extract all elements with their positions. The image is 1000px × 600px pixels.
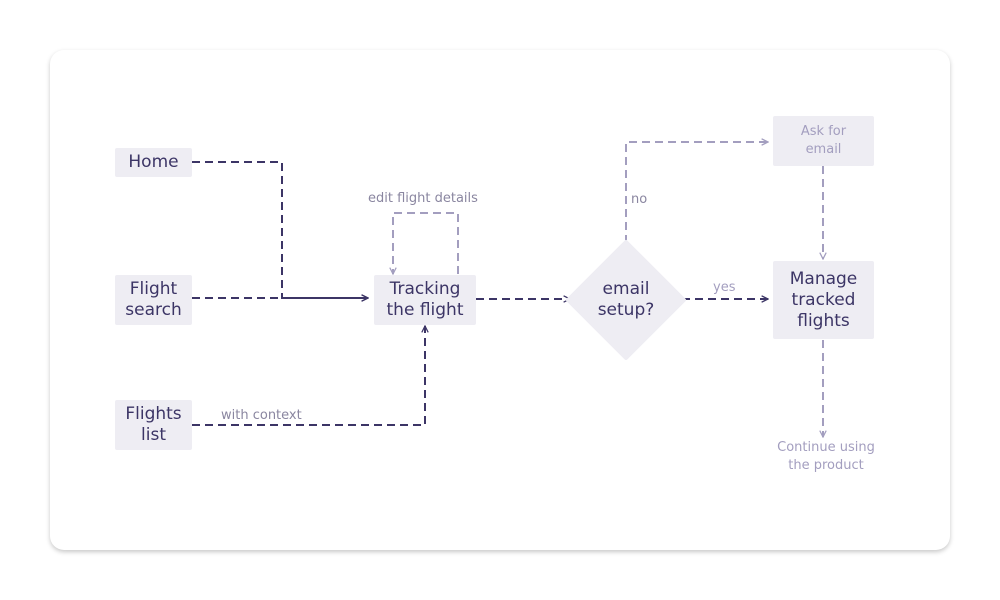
edge-decision-no xyxy=(625,142,768,243)
edge-label-yes: yes xyxy=(713,280,736,295)
edge-edit-loop xyxy=(393,212,459,274)
edge-label-no: no xyxy=(631,192,648,207)
edge-label-with-context: with context xyxy=(221,408,302,423)
edge-label-edit-flight-details: edit flight details xyxy=(368,191,478,206)
node-flight-search: Flight search xyxy=(115,275,192,325)
decision-email-setup: email setup? xyxy=(597,279,655,320)
node-home: Home xyxy=(115,148,192,177)
node-tracking-the-flight: Tracking the flight xyxy=(374,275,476,325)
outcome-continue-using-product: Continue using the product xyxy=(777,440,875,473)
node-ask-for-email: Ask for email xyxy=(773,116,874,166)
node-manage-tracked-flights: Manage tracked flights xyxy=(773,261,874,339)
node-flights-list: Flights list xyxy=(115,400,192,450)
edge-home-to-tracking xyxy=(192,161,368,298)
edge-list-to-tracking xyxy=(192,326,425,426)
